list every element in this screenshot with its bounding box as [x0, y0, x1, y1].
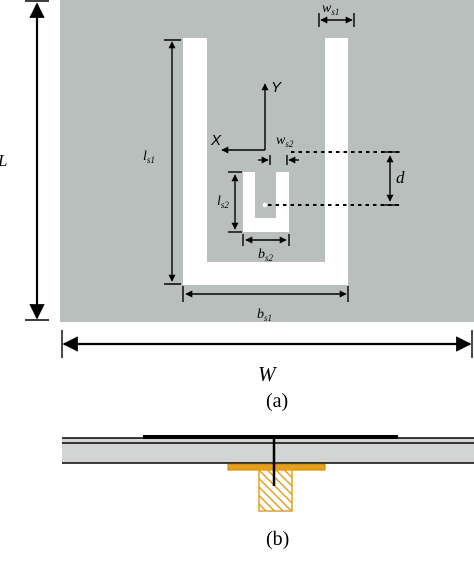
label-ws1: ws1 — [322, 1, 339, 17]
label-ls1: ls1 — [143, 149, 155, 165]
label-bs1: bs1 — [257, 307, 272, 323]
side-view — [62, 435, 474, 512]
feed-point — [262, 202, 268, 208]
dimension-W — [61, 330, 473, 358]
substrate-layer — [62, 438, 474, 463]
inner-u-slot — [243, 172, 289, 232]
dimension-bs1 — [182, 286, 349, 302]
label-bs2: bs2 — [258, 247, 274, 263]
axis-y-label: Y — [271, 79, 282, 96]
dimension-ws2 — [258, 155, 299, 165]
caption-b: (b) — [266, 528, 289, 550]
label-W: W — [258, 362, 278, 386]
label-ls2: ls2 — [217, 194, 229, 210]
caption-a: (a) — [266, 390, 288, 412]
dimension-ls1 — [164, 39, 181, 285]
outer-u-slot — [183, 38, 348, 285]
label-ws2: ws2 — [276, 133, 294, 149]
axes — [221, 83, 269, 154]
dimension-ls2 — [228, 171, 242, 233]
dimension-bs2 — [242, 234, 290, 246]
dimension-L — [25, 0, 49, 321]
label-L: L — [0, 151, 7, 170]
label-d: d — [396, 168, 405, 187]
dimension-ws1 — [318, 13, 355, 27]
axis-x-label: X — [210, 132, 222, 149]
feed-flange — [227, 463, 326, 471]
dimension-d — [382, 151, 398, 206]
connector — [258, 469, 293, 512]
